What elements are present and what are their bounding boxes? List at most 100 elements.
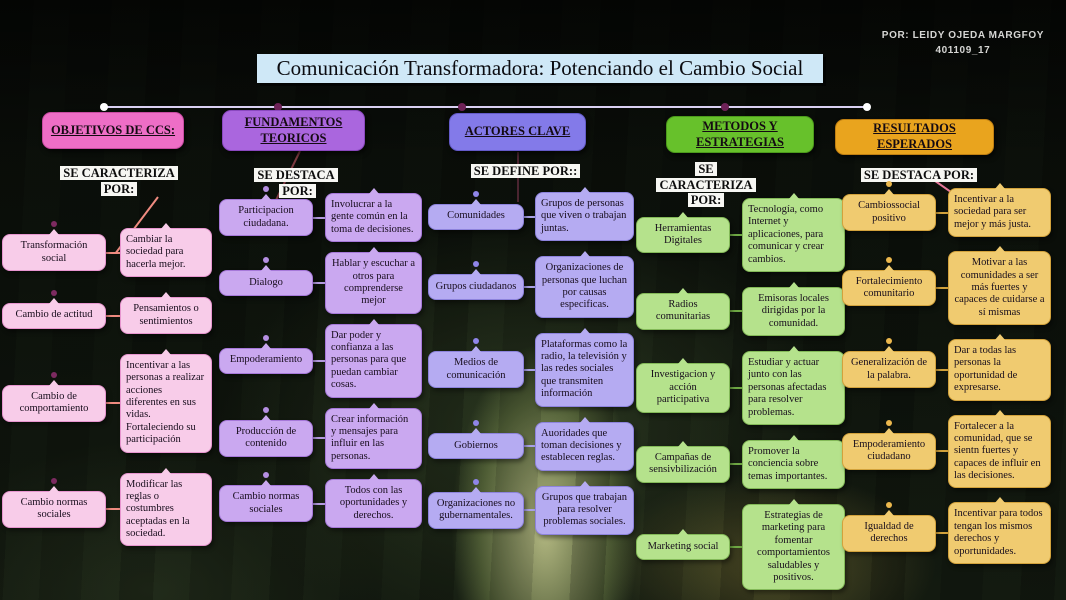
- topic-box: Herramientas Digitales: [636, 211, 730, 254]
- detail-box: Grupos de personas que viven o trabajan …: [535, 186, 634, 242]
- pair-connector: [730, 233, 742, 236]
- detail-box: Incentivar para todos tengan los mismos …: [948, 497, 1051, 564]
- author-name: POR: LEIDY OJEDA MARGFOY: [881, 30, 1044, 41]
- pair-connector: [730, 463, 742, 466]
- header-actores: ACTORES CLAVE: [449, 113, 586, 151]
- detail-box: Dar a todas las personas la oportunidad …: [948, 334, 1051, 401]
- topic-box: Medios de comunicación: [428, 338, 524, 388]
- header-objetivos: OBJETIVOS DE CCS:: [42, 112, 184, 149]
- pair-row: Investigacion y acción participativa Est…: [636, 346, 845, 425]
- pair-row: Transformación social Cambiar la socieda…: [2, 221, 212, 278]
- timeline-dot: [100, 103, 108, 111]
- detail-box: Cambiar la sociedad para hacerla mejor.: [120, 222, 212, 278]
- column-resultados: Cambiossocial positivo Incentivar a la s…: [842, 181, 1051, 578]
- topic-box: Generalización de la palabra.: [842, 338, 936, 389]
- topic-box: Dialogo: [219, 256, 313, 296]
- topic-box: Cambiossocial positivo: [842, 181, 936, 231]
- detail-box: Organizaciones de personas que luchan po…: [535, 251, 634, 318]
- detail-box: Tecnología, como Internet y aplicaciones…: [742, 193, 845, 272]
- timeline-dot: [274, 103, 282, 111]
- pair-row: Participacion ciudadana. Involucrar a la…: [219, 186, 422, 243]
- pair-row: Igualdad de derechos Incentivar para tod…: [842, 497, 1051, 564]
- detail-box: Incentivar a la sociedad para ser mejor …: [948, 182, 1051, 238]
- pair-row: Grupos ciudadanos Organizaciones de pers…: [428, 251, 634, 318]
- pair-row: Medios de comunicación Plataformas como …: [428, 327, 634, 407]
- topic-box: Empoderamiento: [219, 334, 313, 374]
- sublabel-text: SE CARACTERIZA POR:: [60, 166, 178, 196]
- pair-connector: [730, 546, 742, 549]
- pair-row: Campañas de sensivbilización Promover la…: [636, 434, 845, 489]
- topic-box: Gobiernos: [428, 420, 524, 460]
- detail-box: Promover la conciencia sobre temas impor…: [742, 434, 845, 489]
- topic-box: Cambio de comportamiento: [2, 371, 106, 422]
- detail-box: Motivar a las comunidades a ser más fuer…: [948, 246, 1051, 325]
- pair-row: Cambio de actitud Pensamientos o sentimi…: [2, 289, 212, 334]
- detail-box: Estrategias de marketing para fomentar c…: [742, 498, 845, 591]
- detail-box: Crear información y mensajes para influi…: [325, 402, 422, 469]
- detail-box: Hablar y escuchar a otros para comprende…: [325, 247, 422, 314]
- pair-row: Cambio normas sociales Todos con las opo…: [219, 472, 422, 529]
- pair-row: Dialogo Hablar y escuchar a otros para c…: [219, 247, 422, 314]
- pair-row: Herramientas Digitales Tecnología, como …: [636, 193, 845, 272]
- pair-connector: [313, 281, 325, 284]
- pair-connector: [524, 509, 535, 512]
- timeline-dot: [863, 103, 871, 111]
- pair-connector: [936, 368, 948, 371]
- detail-box: Modificar las reglas o costumbres acepta…: [120, 467, 212, 547]
- detail-box: Emisoras locales dirigidas por la comuni…: [742, 281, 845, 336]
- topic-box: Marketing social: [636, 529, 730, 561]
- pair-connector: [313, 359, 325, 362]
- pair-connector: [936, 287, 948, 290]
- pair-row: Gobiernos Auoridades que toman decisione…: [428, 416, 634, 471]
- topic-box: Cambio normas sociales: [219, 472, 313, 522]
- pair-connector: [524, 445, 535, 448]
- topic-box: Organizaciones no gubernamentales.: [428, 478, 524, 529]
- pair-row: Empoderamiento Dar poder y confianza a l…: [219, 318, 422, 398]
- sublabel-text: SE DESTACA POR:: [860, 168, 978, 182]
- sublabel-resultados: SE DESTACA POR:: [860, 168, 978, 184]
- author-credit: POR: LEIDY OJEDA MARGFOY 401109_17: [882, 28, 1044, 58]
- pair-row: Producción de contenido Crear informació…: [219, 402, 422, 469]
- column-objetivos: Transformación social Cambiar la socieda…: [2, 221, 212, 566]
- topic-box: Grupos ciudadanos: [428, 260, 524, 300]
- topic-box: Igualdad de derechos: [842, 501, 936, 552]
- timeline-dot: [721, 103, 729, 111]
- sublabel-objetivos: SE CARACTERIZA POR:: [60, 166, 178, 197]
- pair-connector: [106, 314, 120, 317]
- pair-row: Radios comunitarias Emisoras locales dir…: [636, 281, 845, 336]
- detail-box: Plataformas como la radio, la televisión…: [535, 327, 634, 407]
- pair-row: Comunidades Grupos de personas que viven…: [428, 186, 634, 242]
- pair-connector: [106, 508, 120, 511]
- topic-box: Cambio de actitud: [2, 289, 106, 329]
- pair-row: Cambio normas sociales Modificar las reg…: [2, 467, 212, 547]
- detail-box: Todos con las oportunidades y derechos.: [325, 473, 422, 529]
- pair-row: Cambiossocial positivo Incentivar a la s…: [842, 181, 1051, 238]
- topic-box: Transformación social: [2, 221, 106, 271]
- detail-box: Estudiar y actuar junto con las personas…: [742, 346, 845, 425]
- pair-connector: [936, 532, 948, 535]
- topic-box: Comunidades: [428, 190, 524, 230]
- pair-connector: [730, 310, 742, 313]
- topic-box: Campañas de sensivbilización: [636, 441, 730, 483]
- pair-row: Empoderamiento ciudadano Fortalecer a la…: [842, 409, 1051, 489]
- header-fundamentos: FUNDAMENTOS TEORICOS: [222, 110, 365, 151]
- timeline-connector-line: [103, 106, 868, 108]
- topic-box: Fortalecimiento comunitario: [842, 256, 936, 307]
- pair-connector: [313, 502, 325, 505]
- topic-box: Empoderamiento ciudadano: [842, 420, 936, 470]
- pair-connector: [936, 211, 948, 214]
- pair-connector: [524, 215, 535, 218]
- sublabel-text: SE DEFINE POR::: [470, 164, 581, 178]
- detail-box: Auoridades que toman decisiones y establ…: [535, 416, 634, 471]
- pair-connector: [313, 216, 325, 219]
- pair-row: Organizaciones no gubernamentales. Grupo…: [428, 478, 634, 535]
- sublabel-fundamentos: SE DESTACA POR:: [240, 168, 355, 199]
- timeline-dot: [458, 103, 466, 111]
- topic-box: Producción de contenido: [219, 406, 313, 457]
- sublabel-metodos: SE CARACTERIZA POR:: [650, 162, 762, 209]
- pair-connector: [730, 386, 742, 389]
- header-metodos: METODOS Y ESTRATEGIAS: [666, 116, 814, 153]
- page-title: Comunicación Transformadora: Potenciando…: [257, 54, 823, 83]
- pair-row: Cambio de comportamiento Incentivar a la…: [2, 348, 212, 453]
